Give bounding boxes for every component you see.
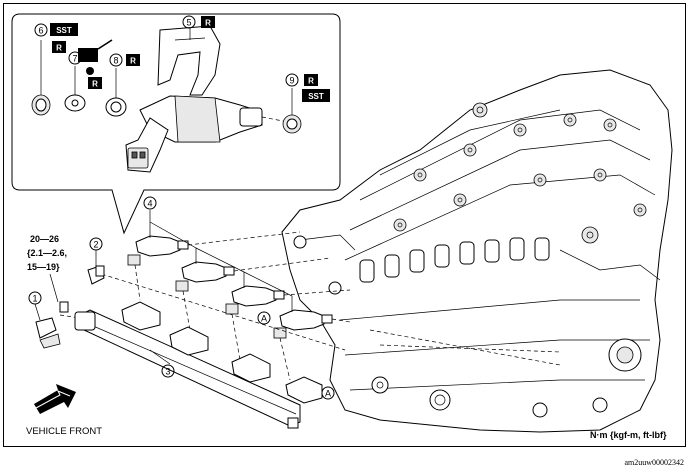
injector-seal-9 xyxy=(261,88,302,134)
svg-text:3: 3 xyxy=(165,367,170,377)
callout-4: 4 xyxy=(143,196,157,210)
svg-text:8: 8 xyxy=(113,56,118,66)
oil-can-icon xyxy=(78,39,113,75)
bolts xyxy=(35,265,105,349)
vehicle-front-arrow-icon xyxy=(34,384,76,414)
o-ring-8 xyxy=(105,68,127,117)
svg-text:A: A xyxy=(325,389,331,399)
r-tag-9: R xyxy=(304,74,318,86)
injector-seal-6 xyxy=(31,40,51,116)
callout-8: 8 xyxy=(109,53,123,67)
svg-text:4: 4 xyxy=(147,199,152,209)
figure-frame xyxy=(3,3,686,447)
callout-5: 5 xyxy=(182,15,196,29)
callout-1: 1 xyxy=(28,291,42,321)
callout-2: 2 xyxy=(89,237,103,266)
r-tag-6: R xyxy=(52,41,66,53)
alignment-lines xyxy=(59,231,561,381)
callout-7: 7 xyxy=(68,51,82,65)
intake-ports xyxy=(359,237,550,283)
reference-mark-a-upper: A xyxy=(257,311,271,325)
svg-text:R: R xyxy=(92,80,98,89)
svg-text:R: R xyxy=(56,44,62,53)
fuel-rail-3 xyxy=(74,301,323,429)
units-label: N·m {kgf-m, ft-lbf} xyxy=(590,430,667,440)
r-tag-8: R xyxy=(126,54,140,66)
svg-text:20—26: 20—26 xyxy=(30,234,59,244)
callout-9: 9 xyxy=(285,73,299,87)
reference-mark-a-lower: A xyxy=(321,386,335,400)
svg-text:R: R xyxy=(308,77,314,86)
svg-text:R: R xyxy=(205,19,211,28)
svg-text:1: 1 xyxy=(32,294,37,304)
svg-text:SST: SST xyxy=(56,26,72,35)
svg-text:2: 2 xyxy=(93,240,98,250)
svg-text:SST: SST xyxy=(308,92,324,101)
injectors-4 xyxy=(127,210,333,339)
callout-6: 6 xyxy=(34,23,48,37)
torque-spec: 20—26 {2.1—2.6, 15—19} xyxy=(27,234,67,303)
vehicle-front-label: VEHICLE FRONT xyxy=(26,426,102,437)
image-code: am2uuw00002342 xyxy=(624,458,684,467)
svg-text:A: A xyxy=(261,314,267,324)
svg-text:R: R xyxy=(130,57,136,66)
injector-detail xyxy=(125,25,263,173)
sst-tag-6: SST xyxy=(50,23,78,36)
callout-3: 3 xyxy=(161,364,175,378)
r-tag-7: R xyxy=(88,77,102,89)
cover-bolts xyxy=(393,102,647,244)
svg-text:5: 5 xyxy=(186,18,191,28)
svg-text:15—19}: 15—19} xyxy=(27,262,60,272)
svg-text:9: 9 xyxy=(289,76,294,86)
sst-tag-9: SST xyxy=(302,89,330,102)
svg-text:7: 7 xyxy=(72,54,77,64)
svg-text:{2.1—2.6,: {2.1—2.6, xyxy=(27,248,67,258)
engine-cylinder-head xyxy=(281,69,673,433)
r-tag-5: R xyxy=(201,16,215,28)
washer-7 xyxy=(64,66,86,112)
svg-text:6: 6 xyxy=(38,26,43,36)
